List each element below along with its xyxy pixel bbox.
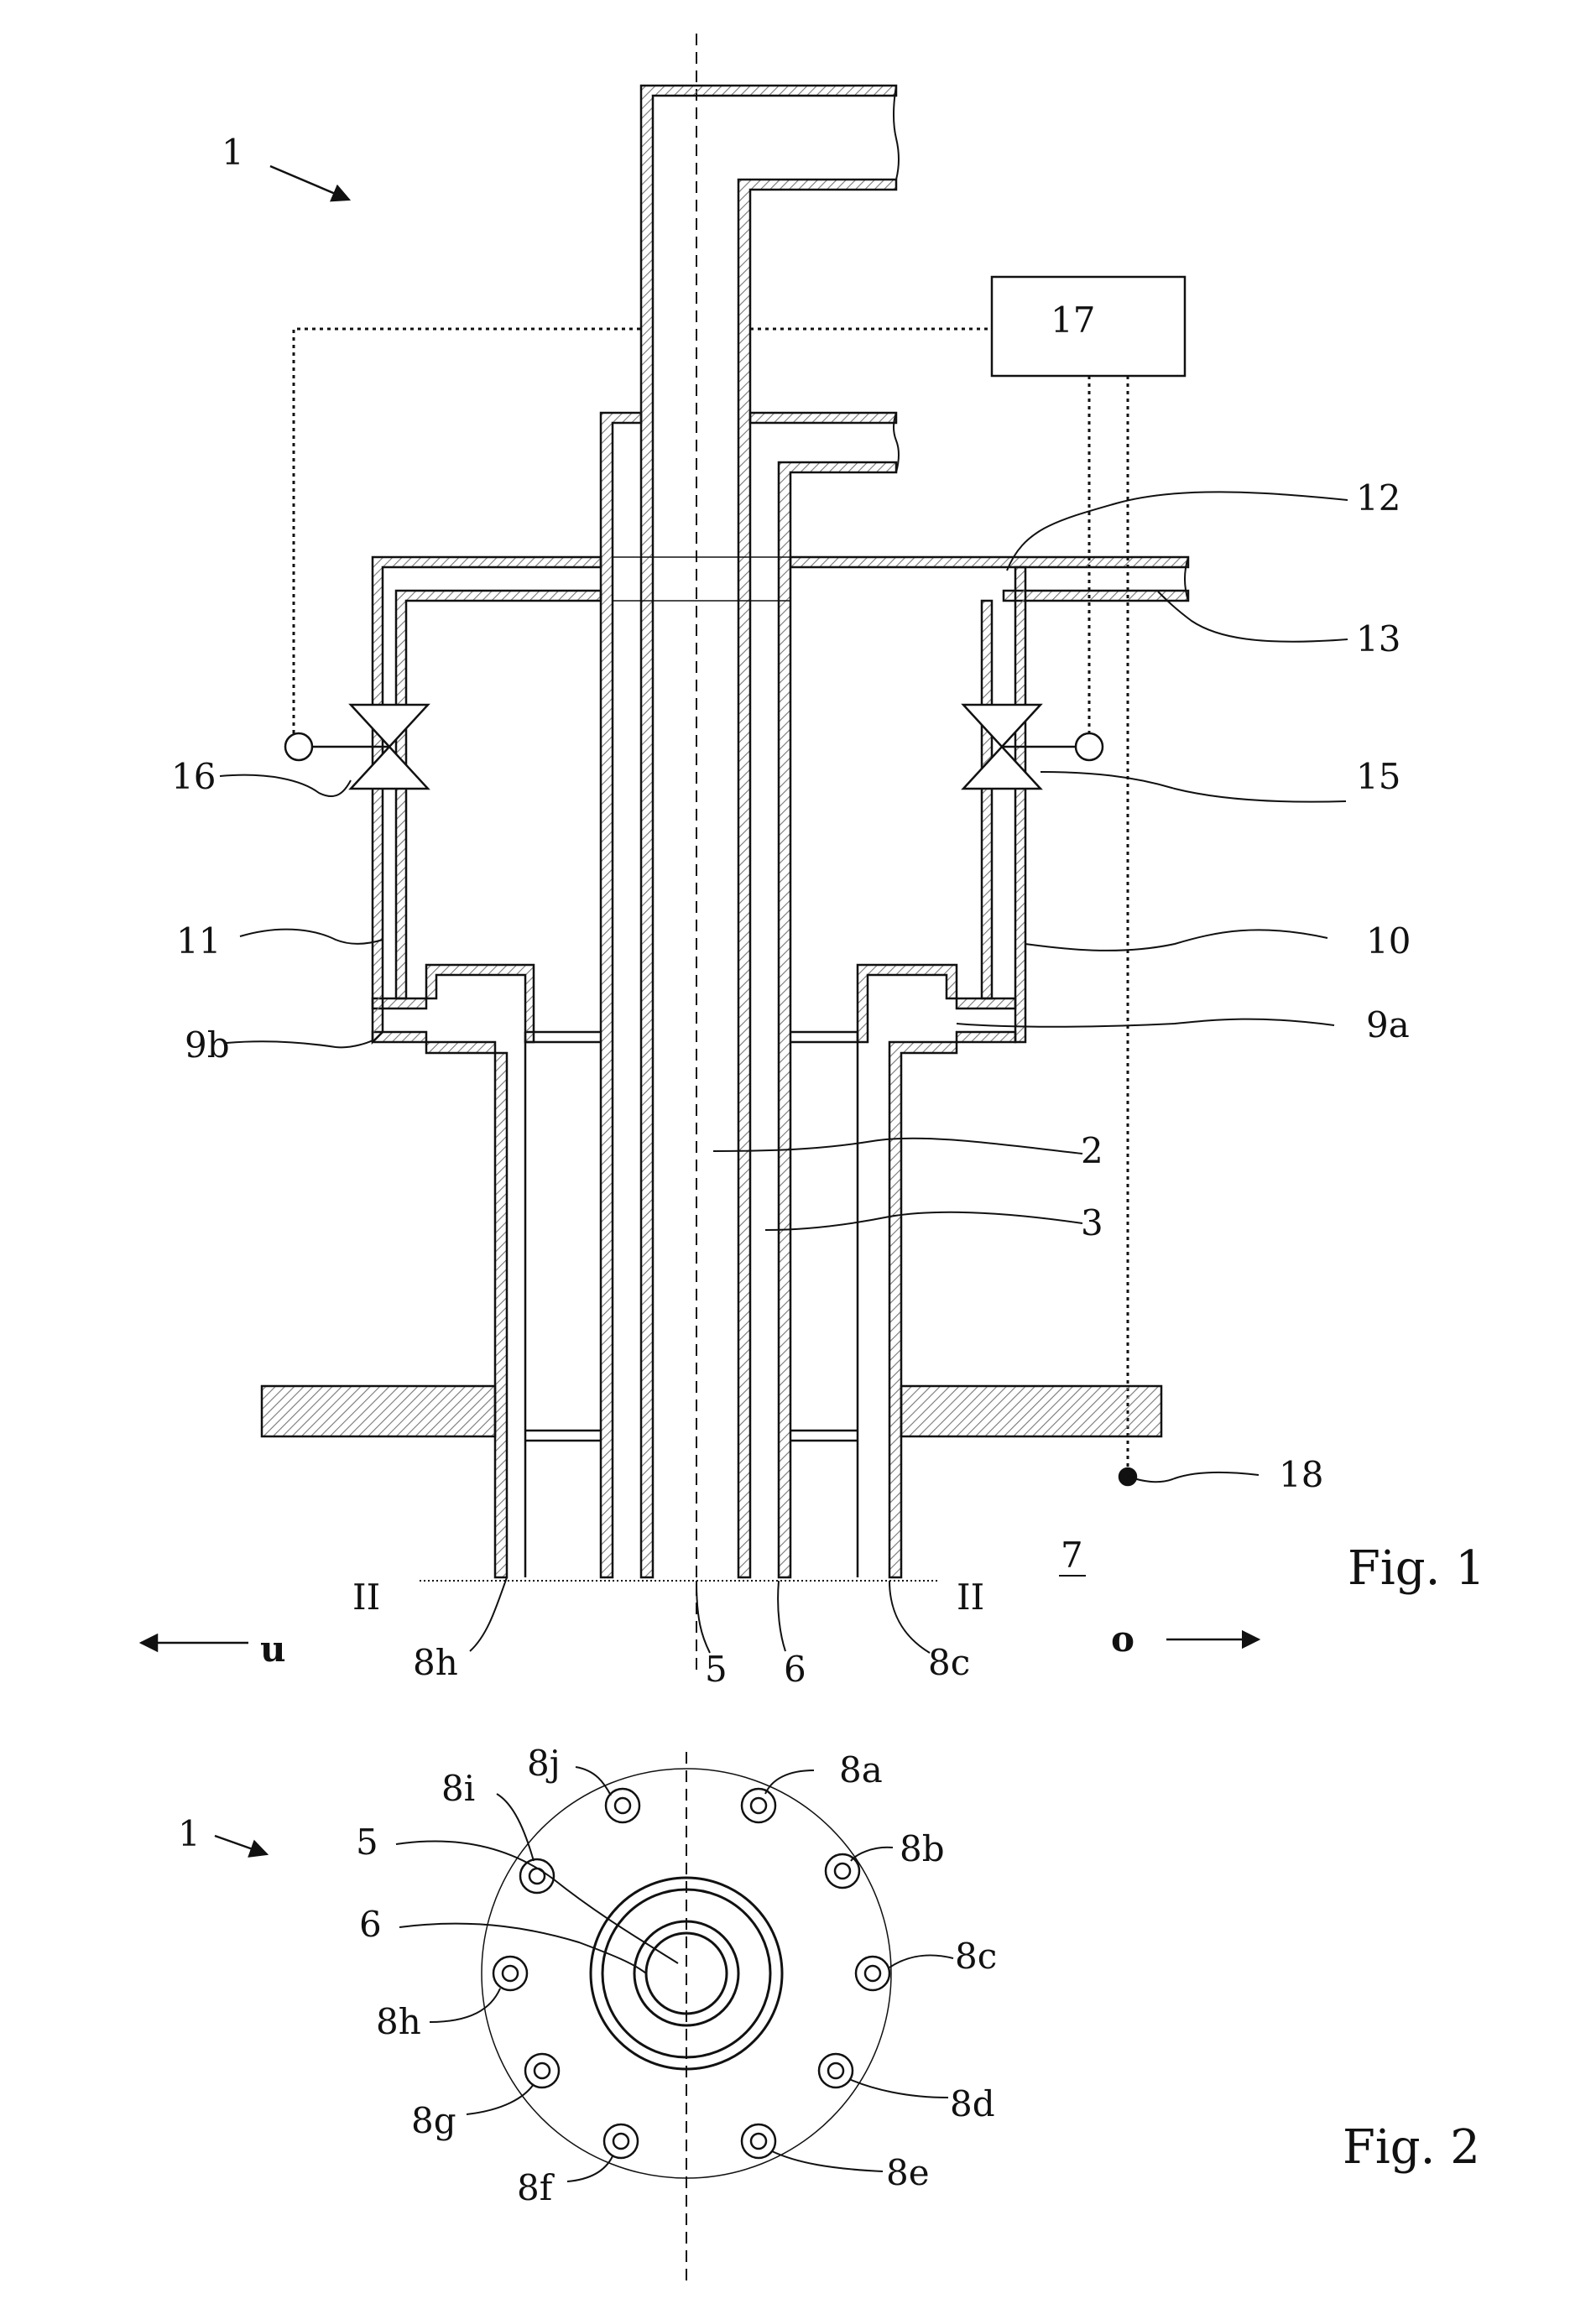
fig2-label-8b: 8b bbox=[900, 1828, 945, 1869]
label-section-right: II bbox=[957, 1577, 984, 1618]
inner-tube-2 bbox=[641, 86, 899, 1577]
flange-plate bbox=[262, 1386, 1161, 1436]
fig2-arrow-ref-1 bbox=[215, 1836, 267, 1854]
fig2-label-5: 5 bbox=[356, 1822, 378, 1863]
fig2-label-8h: 8h bbox=[376, 2001, 421, 2042]
label-8c: 8c bbox=[928, 1642, 970, 1683]
label-u: u bbox=[260, 1629, 286, 1670]
label-2: 2 bbox=[1081, 1130, 1103, 1171]
fig2-label-8j: 8j bbox=[527, 1743, 561, 1784]
hole-8f bbox=[604, 2124, 638, 2158]
label-16: 16 bbox=[171, 756, 216, 797]
label-11: 11 bbox=[176, 920, 221, 962]
fig2-label-8g: 8g bbox=[411, 2100, 456, 2141]
fig2-label-1: 1 bbox=[178, 1813, 201, 1854]
supply-line-12-13 bbox=[613, 557, 1188, 601]
supply-line-10 bbox=[982, 567, 1025, 1042]
label-15: 15 bbox=[1356, 756, 1400, 797]
figure-1-labels: 1 17 12 13 16 15 11 10 9b 9a 2 3 18 7 II… bbox=[171, 132, 1485, 1690]
fig2-label-8c: 8c bbox=[955, 1936, 997, 1977]
label-5: 5 bbox=[705, 1649, 728, 1690]
hole-8b bbox=[826, 1854, 859, 1888]
figure-2 bbox=[215, 1752, 953, 2282]
figure-2-title: Fig. 2 bbox=[1343, 2120, 1480, 2175]
figure-1-title: Fig. 1 bbox=[1348, 1541, 1485, 1596]
hole-8a bbox=[742, 1789, 775, 1822]
label-8h: 8h bbox=[413, 1642, 458, 1683]
control-lines bbox=[294, 329, 1128, 1473]
fig2-label-8i: 8i bbox=[441, 1768, 475, 1809]
label-18: 18 bbox=[1279, 1454, 1323, 1495]
label-section-left: II bbox=[352, 1577, 380, 1618]
hole-8g bbox=[525, 2054, 559, 2087]
figure-2-labels: 1 8j 8a 8i 5 8b 6 8c 8h 8d 8g 8e 8f Fig.… bbox=[178, 1743, 1480, 2208]
hole-8e bbox=[742, 2124, 775, 2158]
label-12: 12 bbox=[1356, 477, 1400, 519]
outer-tube-8c bbox=[790, 1032, 957, 1577]
fig2-holes bbox=[493, 1789, 889, 2158]
fig2-label-8a: 8a bbox=[839, 1749, 883, 1790]
fig2-label-8e: 8e bbox=[886, 2152, 930, 2193]
outer-tube-8h bbox=[426, 1032, 601, 1577]
label-9b: 9b bbox=[185, 1024, 230, 1066]
hole-8c bbox=[856, 1957, 889, 1990]
label-10: 10 bbox=[1366, 920, 1411, 962]
hole-8d bbox=[819, 2054, 853, 2087]
label-6: 6 bbox=[784, 1649, 806, 1690]
fig2-label-8f: 8f bbox=[517, 2167, 555, 2208]
figure-1 bbox=[141, 34, 1348, 1670]
label-3: 3 bbox=[1081, 1202, 1103, 1243]
label-1: 1 bbox=[222, 132, 244, 173]
fig2-label-8d: 8d bbox=[950, 2083, 995, 2124]
fig2-label-6: 6 bbox=[359, 1904, 382, 1945]
label-7: 7 bbox=[1061, 1535, 1083, 1576]
label-o: o bbox=[1111, 1618, 1134, 1660]
fig2-leader-lines bbox=[396, 1767, 953, 2181]
label-9a: 9a bbox=[1366, 1004, 1410, 1045]
hole-8h bbox=[493, 1957, 527, 1990]
arrow-ref-1 bbox=[270, 166, 349, 200]
label-17: 17 bbox=[1051, 300, 1095, 341]
label-13: 13 bbox=[1356, 618, 1400, 659]
